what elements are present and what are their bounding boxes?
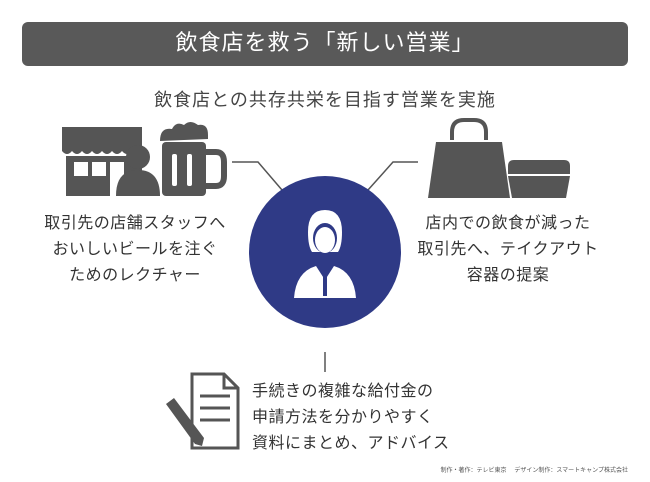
right-line-2: 取引先へ、テイクアウト [417,239,599,258]
bottom-description: 手続きの複雑な給付金の 申請方法を分かりやすく 資料にまとめ、アドバイス [252,378,492,456]
bottom-line-2: 申請方法を分かりやすく [252,407,434,426]
person-silhouette-icon [116,145,160,196]
staff-person-icon [249,176,401,328]
beer-mug-icon [160,122,227,196]
subtitle: 飲食店との共存共栄を目指す営業を実施 [154,90,496,111]
left-description: 取引先の店舗スタッフへ おいしいビールを注ぐ ためのレクチャー [40,210,230,288]
shopping-bag-icon [428,118,510,198]
connector-left [232,161,283,191]
bottom-line-3: 資料にまとめ、アドバイス [252,433,450,452]
right-line-1: 店内での飲食が減った [425,213,591,232]
connector-lines [232,161,418,372]
document-pen-icon [166,372,240,450]
takeout-container-icon [508,160,570,198]
left-line-2: おいしいビールを注ぐ [52,239,218,258]
right-description: 店内での飲食が減った 取引先へ、テイクアウト 容器の提案 [408,210,608,288]
title-banner: 飲食店を救う「新しい営業」 [22,22,628,66]
left-line-3: ためのレクチャー [69,265,201,284]
connector-right [367,161,418,191]
left-line-1: 取引先の店舗スタッフへ [44,213,226,232]
credit-text: 制作・著作：テレビ東京 デザイン制作：スマートキャンプ株式会社 [440,467,628,474]
right-line-3: 容器の提案 [466,265,550,284]
bottom-line-1: 手続きの複雑な給付金の [252,381,434,400]
